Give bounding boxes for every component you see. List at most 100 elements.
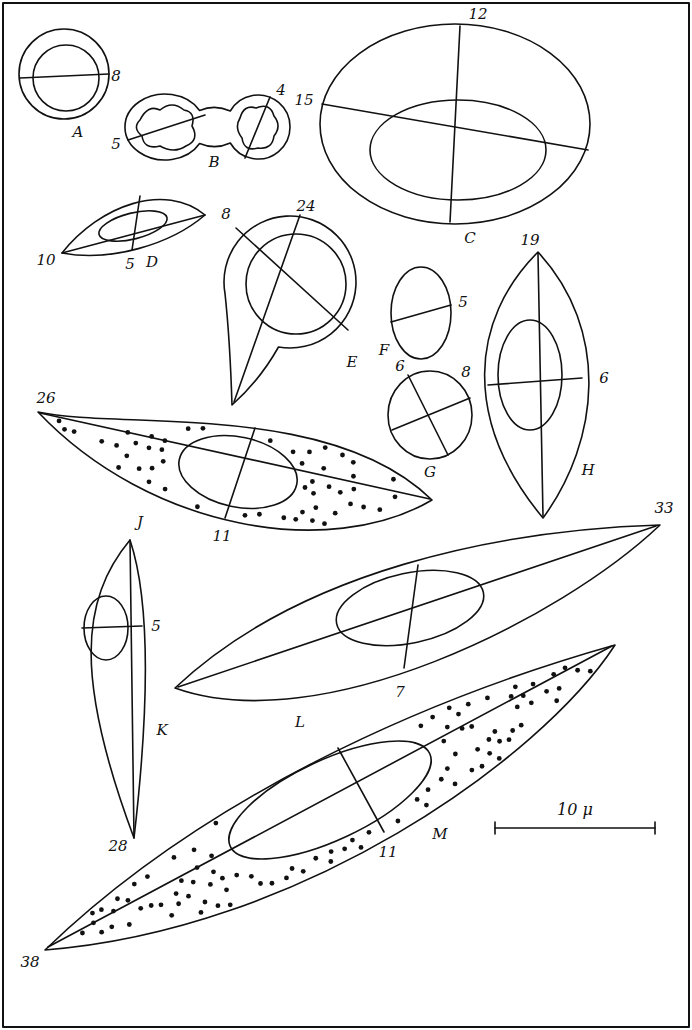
granule-dot (162, 438, 167, 443)
granule-dot (147, 479, 152, 484)
dimension-number: 28 (108, 837, 127, 855)
granule-dot (340, 453, 345, 458)
granule-dot (359, 845, 364, 850)
granule-dot (311, 491, 316, 496)
granule-dot (149, 434, 154, 439)
cell-letter: A (73, 123, 84, 141)
dimension-number: 26 (36, 389, 55, 407)
granule-dot (138, 906, 143, 911)
granule-dot (179, 878, 184, 883)
granule-dot (453, 782, 458, 787)
granule-dot (303, 485, 308, 490)
granule-dot (519, 723, 524, 728)
granule-dot (195, 865, 200, 870)
cell-letter: M (432, 825, 447, 843)
granule-dot (186, 894, 191, 899)
dimension-number: 12 (468, 5, 487, 23)
dimension-number: 38 (20, 953, 39, 971)
cell-letter: C (464, 229, 475, 247)
granule-dot (391, 477, 396, 482)
granule-dot (544, 689, 549, 694)
granule-dot (243, 513, 248, 518)
granule-dot (453, 752, 458, 757)
granule-dot (441, 739, 446, 744)
granule-dot (338, 490, 343, 495)
granule-dot (126, 898, 131, 903)
granule-dot (268, 438, 273, 443)
granule-dot (351, 460, 356, 465)
granule-dot (300, 461, 305, 466)
granule-dot (150, 466, 155, 471)
granule-dot (439, 777, 444, 782)
granule-dot (497, 739, 502, 744)
granule-dot (209, 853, 214, 858)
granule-dot (426, 787, 431, 792)
granule-dot (469, 768, 474, 773)
granule-dot (310, 479, 315, 484)
granule-dot (192, 847, 197, 852)
granule-dot (563, 665, 568, 670)
granule-dot (350, 838, 355, 843)
dimension-number: 4 (276, 81, 286, 99)
granule-dot (258, 881, 263, 886)
scale-label: 10 μ (557, 801, 593, 819)
dimension-number: 6 (395, 357, 405, 375)
dimension-number: 5 (151, 617, 161, 635)
granule-dot (321, 466, 326, 471)
granule-dot (327, 484, 332, 489)
granule-dot (174, 891, 179, 896)
granule-dot (172, 855, 177, 860)
cell-letter: D (146, 253, 158, 271)
dimension-number: 11 (212, 527, 231, 545)
granule-dot (281, 515, 286, 520)
granule-dot (208, 882, 213, 887)
granule-dot (510, 728, 515, 733)
granule-dot (460, 726, 465, 731)
granule-dot (109, 924, 114, 929)
granule-dot (529, 700, 534, 705)
cell-l (175, 525, 660, 701)
dimension-number: 5 (125, 255, 135, 273)
granule-dot (195, 504, 200, 509)
granule-dot (211, 869, 216, 874)
granule-dot (91, 920, 96, 925)
granule-dot (220, 876, 225, 881)
granule-dot (216, 903, 221, 908)
granule-dot (62, 427, 67, 432)
granule-dot (469, 724, 474, 729)
cell-letter: B (208, 153, 219, 171)
dimension-number: 8 (111, 67, 121, 85)
scale-bar (495, 822, 655, 834)
cell-letter: E (347, 353, 358, 371)
granule-dot (447, 705, 452, 710)
granule-dot (329, 849, 334, 854)
cell-letter: H (581, 461, 594, 479)
granule-dot (554, 698, 559, 703)
granule-dot (588, 669, 593, 674)
granule-dot (149, 903, 154, 908)
granule-dot (557, 686, 562, 691)
granule-dot (377, 507, 382, 512)
granule-dot (111, 909, 116, 914)
granule-dot (396, 819, 401, 824)
granule-dot (492, 729, 497, 734)
cell-g (388, 371, 472, 459)
granule-dot (313, 505, 318, 510)
dimension-number: 8 (221, 205, 231, 223)
cell-m (45, 645, 615, 950)
granule-dot (159, 902, 164, 907)
granule-dot (466, 702, 471, 707)
granule-dot (114, 443, 119, 448)
granule-dot (293, 517, 298, 522)
granule-dot (307, 450, 312, 455)
cell-letter: L (295, 713, 305, 731)
granule-dot (475, 747, 480, 752)
granule-dot (456, 712, 461, 717)
cell-e (224, 215, 356, 405)
granule-dot (147, 445, 152, 450)
cell-k (82, 540, 146, 838)
granules (57, 419, 593, 936)
granule-dot (313, 856, 318, 861)
cell-letter: J (137, 513, 143, 531)
